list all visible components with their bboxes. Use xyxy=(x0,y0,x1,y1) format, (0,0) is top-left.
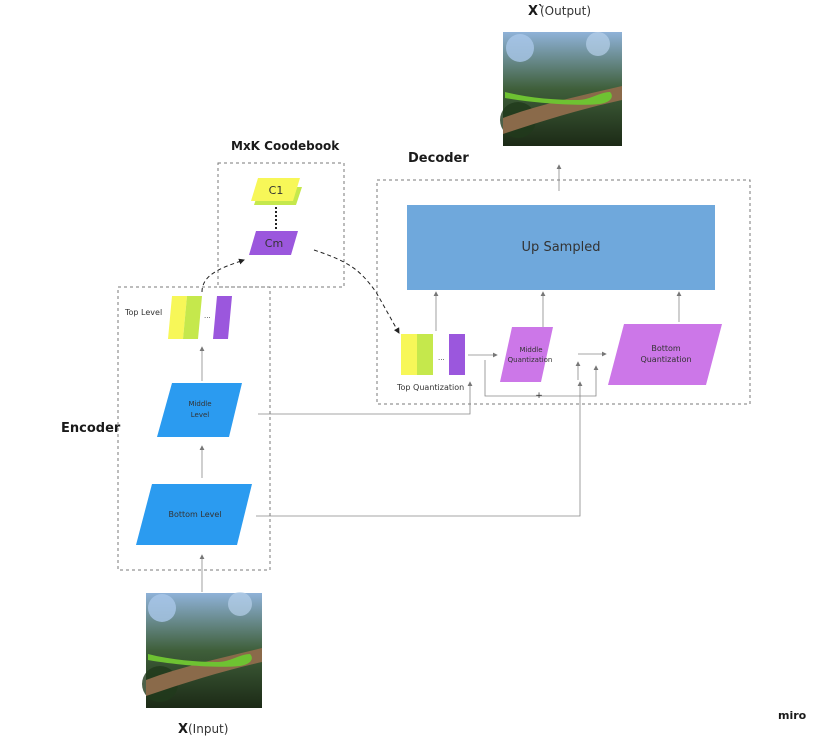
middle-level-label-1: Middle xyxy=(188,400,211,408)
input-image xyxy=(142,592,262,708)
bottom-quant-label-2: Quantization xyxy=(640,355,691,364)
codebook-c1-label: C1 xyxy=(269,184,284,197)
middle-level-label-2: Level xyxy=(191,411,210,419)
output-label-suffix: (Output) xyxy=(540,4,591,18)
bottom-quant-label-1: Bottom xyxy=(651,344,681,353)
encoder-box xyxy=(117,286,271,571)
bottom-level-block xyxy=(136,484,252,545)
encoder-to-codebook-arrow xyxy=(201,258,245,293)
plus-sign: + xyxy=(535,391,543,401)
codebook-box xyxy=(217,162,345,288)
top-quant-strip-2 xyxy=(417,334,433,375)
middle-level-skip-line xyxy=(258,381,473,415)
top-quant-label: Top Quantization xyxy=(396,383,464,392)
output-label-main: X` xyxy=(528,4,545,19)
top-quant-ellipsis: ... xyxy=(438,354,445,362)
decoder-title: Decoder xyxy=(408,151,469,166)
top-level-strip-2 xyxy=(183,296,202,339)
top-level-ellipsis: ... xyxy=(204,312,211,320)
middle-level-block xyxy=(157,383,242,437)
codebook-cm xyxy=(249,231,298,255)
top-level-strip-1 xyxy=(168,296,187,339)
bottom-quant-block xyxy=(608,324,722,385)
plus-bracket xyxy=(484,360,599,397)
bottom-level-skip-line xyxy=(256,381,583,517)
upsampled-label: Up Sampled xyxy=(522,240,601,255)
encoder-title: Encoder xyxy=(61,421,121,436)
middle-quant-block xyxy=(500,327,553,382)
top-level-label: Top Level xyxy=(124,308,162,317)
top-level-strip-m xyxy=(213,296,232,339)
middle-quant-label-1: Middle xyxy=(519,346,542,354)
codebook-title: MxK Coodebook xyxy=(231,139,340,153)
decoder-box xyxy=(376,179,751,405)
input-label-suffix: (Input) xyxy=(188,722,228,736)
middle-quant-label-2: Quantization xyxy=(508,356,553,364)
codebook-c1 xyxy=(251,178,300,201)
input-label-main: X xyxy=(178,722,188,737)
codebook-cm-label: Cm xyxy=(265,237,283,250)
codebook-to-decoder-arrow xyxy=(313,249,400,334)
upsampled-block xyxy=(407,205,715,290)
top-quant-strip-m xyxy=(449,334,465,375)
bottom-level-label: Bottom Level xyxy=(168,510,221,519)
top-quant-strip-1 xyxy=(401,334,417,375)
miro-watermark: miro xyxy=(778,709,807,722)
output-image xyxy=(500,32,622,146)
